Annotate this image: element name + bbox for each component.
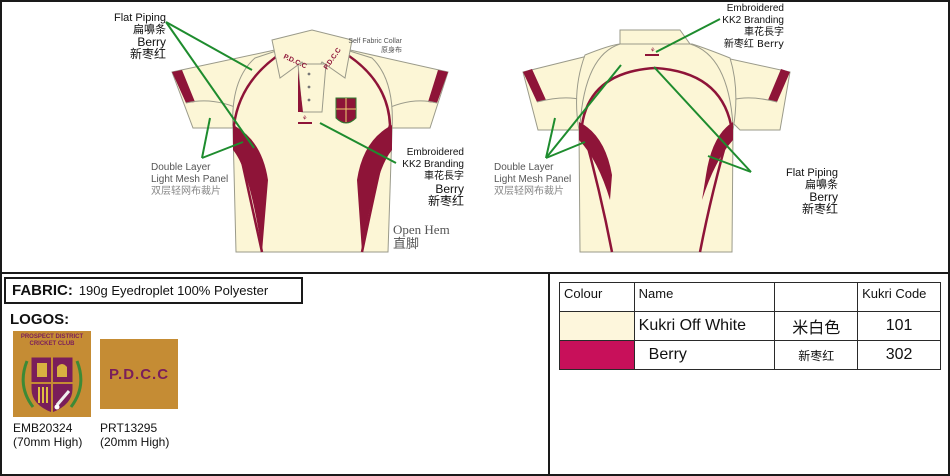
back-side-panel-left: [579, 122, 612, 200]
front-right-cuff: [428, 70, 448, 103]
front-hem-label: Open Hem 直脚: [393, 222, 450, 252]
header-chinese: [774, 282, 859, 312]
garment-diagram-frame: [0, 0, 950, 274]
header-colour: Colour: [559, 282, 635, 312]
back-right-cuff: [768, 69, 790, 102]
emb-logo-artwork: PROSPECT DISTRICT CRICKET CLUB: [13, 331, 91, 417]
emb-logo-caption: EMB20324 (70mm High): [13, 421, 82, 449]
colour-table: Colour Name Kukri Code Kukri Off White 米…: [559, 282, 941, 370]
back-mesh-panel-label: Double Layer Light Mesh Panel 双层轻网布裁片: [494, 162, 572, 197]
colour-name-cn: 新枣红: [774, 340, 859, 370]
front-left-cuff: [172, 70, 195, 103]
front-piping-right: [342, 50, 392, 253]
colour-name: Kukri Off White: [633, 311, 776, 341]
fabric-value: 190g Eyedroplet 100% Polyester: [78, 283, 269, 298]
back-shirt: ⚘: [522, 29, 791, 253]
table-row: Kukri Off White 米白色 101: [559, 311, 941, 341]
back-side-panel-right: [702, 122, 733, 200]
fabric-spec: FABRIC: 190g Eyedroplet 100% Polyester: [4, 277, 303, 304]
logos-title: LOGOS:: [10, 311, 70, 328]
back-yoke: [619, 29, 691, 45]
emb-logo-code: EMB20324: [13, 421, 73, 435]
front-placket: [297, 63, 327, 113]
colour-name-cn: 米白色: [774, 311, 859, 341]
emb-logo-size: (70mm High): [13, 435, 83, 449]
front-collar-label: Self Fabric Collar 原身布: [348, 38, 402, 54]
colour-code: 101: [857, 311, 941, 341]
prt-logo-caption: PRT13295 (20mm High): [100, 421, 169, 449]
table-row: Berry 新枣红 302: [559, 340, 941, 370]
colour-frame: [548, 272, 950, 476]
back-flat-piping-label: Flat Piping 扁嚊条 Berry 新枣红: [786, 167, 838, 216]
colour-code: 302: [857, 340, 941, 370]
leader-lines: [165, 18, 752, 173]
front-collar: [271, 29, 353, 79]
prt-logo-size: (20mm High): [100, 435, 170, 449]
front-piping-left: [232, 50, 284, 253]
front-mesh-panel-label: Double Layer Light Mesh Panel 双层轻网布裁片: [151, 162, 229, 197]
colour-table-header: Colour Name Kukri Code: [559, 282, 941, 312]
front-chest-crest: [335, 97, 357, 124]
front-branding-label: Embroidered KK2 Branding 車花長字 Berry 新枣红: [402, 147, 464, 208]
fabric-label: FABRIC:: [12, 282, 73, 299]
prt-logo-code: PRT13295: [100, 421, 158, 435]
colour-name: Berry: [633, 340, 776, 370]
garment-diagram: P.D.C.C P.D.C.C ⚘ ⚘: [165, 18, 791, 253]
svg-text:⚘: ⚘: [650, 47, 655, 54]
front-flat-piping-label: Flat Piping 扁嚊条 Berry 新枣红: [114, 12, 166, 61]
colour-swatch: [559, 311, 635, 341]
prt-logo-artwork: P.D.C.C: [100, 339, 178, 409]
front-shirt: P.D.C.C P.D.C.C ⚘: [171, 29, 449, 253]
back-body: [576, 43, 737, 253]
header-kukri-code: Kukri Code: [857, 282, 941, 312]
svg-text:⚘: ⚘: [302, 115, 307, 122]
back-branding-label: Embroidered KK2 Branding 車花長字 新枣红 Berry: [722, 3, 784, 50]
crest-icon: [21, 356, 83, 414]
back-left-cuff: [523, 69, 546, 102]
front-side-panel-left: [233, 125, 268, 252]
colour-swatch: [559, 340, 635, 370]
header-name: Name: [633, 282, 776, 312]
